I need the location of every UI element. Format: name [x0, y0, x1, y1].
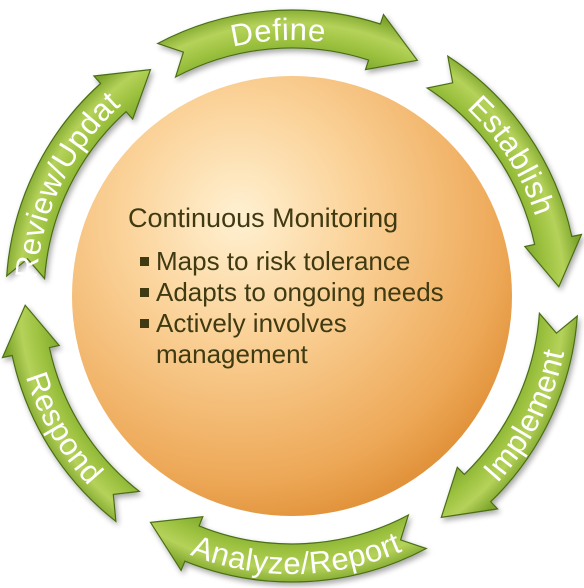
bullet-item: Adapts to ongoing needs — [128, 277, 468, 308]
cycle-arrow-6 — [6, 68, 152, 281]
bullet-list: Maps to risk tolerance Adapts to ongoing… — [128, 246, 468, 370]
center-title: Continuous Monitoring — [128, 203, 399, 233]
bullet-item: Actively involves management — [128, 308, 468, 370]
bullet-item: Maps to risk tolerance — [128, 246, 468, 277]
center-text-block: Continuous Monitoring Maps to risk toler… — [128, 202, 468, 370]
cycle-arrow-5 — [1, 304, 141, 523]
cycle-arrow-1 — [156, 9, 419, 79]
square-bullet-icon — [140, 288, 149, 297]
cycle-arrow-4 — [149, 513, 428, 583]
cycle-arrow-3 — [440, 311, 578, 519]
center-sphere — [72, 76, 512, 516]
bullet-text: Maps to risk tolerance — [156, 246, 411, 276]
square-bullet-icon — [140, 257, 149, 266]
bullet-text: Actively involves management — [156, 308, 347, 369]
cycle-step-text: Define — [227, 12, 327, 54]
cycle-arrows — [1, 9, 583, 583]
cycle-arrow-2 — [425, 54, 583, 288]
bullet-text: Adapts to ongoing needs — [156, 277, 444, 307]
square-bullet-icon — [140, 319, 149, 328]
cycle-step-label: Define — [227, 12, 327, 54]
